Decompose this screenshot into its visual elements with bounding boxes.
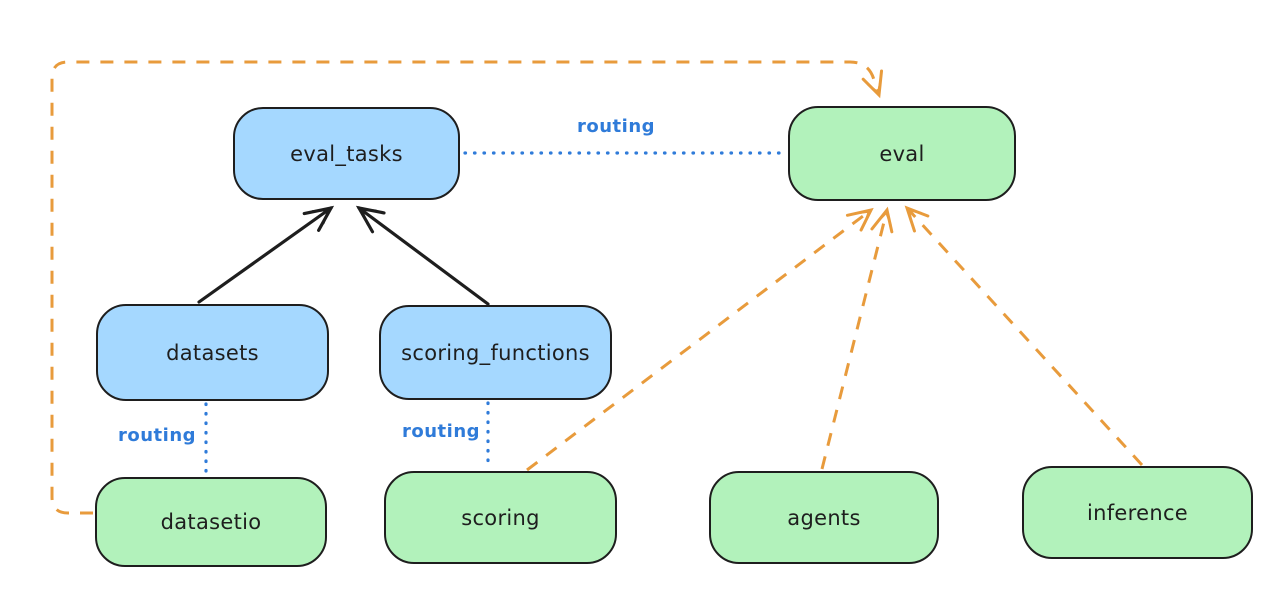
node-label: datasets [166, 340, 259, 365]
node-label: eval [879, 141, 925, 166]
edge-inference-to-eval [904, 205, 1144, 467]
node-label: scoring [461, 505, 540, 530]
node-label: datasetio [160, 510, 262, 534]
node-datasetio: datasetio [95, 477, 327, 567]
node-label: eval_tasks [290, 141, 403, 166]
edge-scoring-functions-to-eval-tasks [355, 205, 490, 306]
edge-label-routing-datasets-datasetio: routing [118, 425, 197, 446]
edge-datasets-to-eval-tasks [197, 205, 335, 304]
node-label: inference [1086, 500, 1189, 525]
node-agents: agents [709, 471, 939, 564]
node-eval-tasks: eval_tasks [233, 107, 460, 200]
edge-label-routing-scoring-functions-scoring: routing [402, 421, 481, 442]
node-label: agents [787, 505, 861, 530]
node-inference: inference [1022, 466, 1253, 559]
edge-label-routing-eval-tasks-eval: routing [577, 116, 656, 137]
node-scoring: scoring [384, 471, 617, 564]
node-label: scoring_functions [401, 340, 590, 365]
node-scoring-functions: scoring_functions [379, 305, 612, 400]
node-eval: eval [788, 106, 1016, 201]
edge-agents-to-eval [820, 206, 894, 470]
node-datasets: datasets [96, 304, 329, 401]
